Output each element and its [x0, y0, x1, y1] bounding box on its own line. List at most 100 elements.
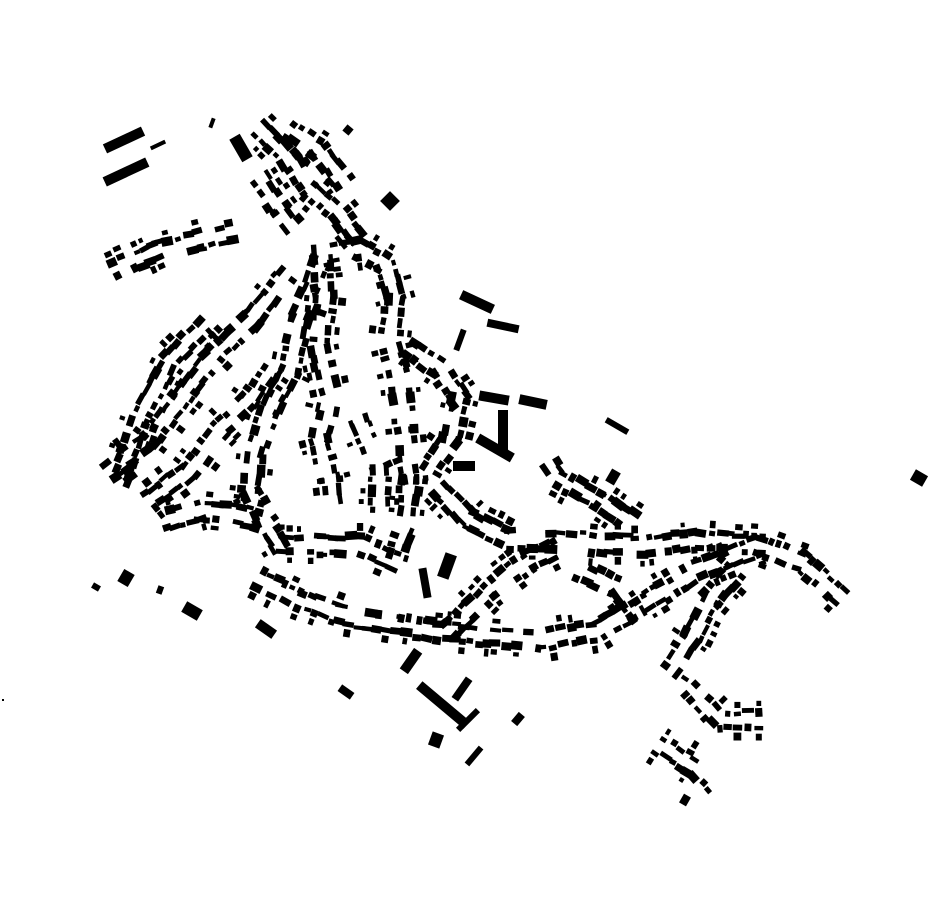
building: [600, 632, 609, 641]
building: [588, 558, 593, 566]
building: [539, 462, 552, 477]
building: [757, 562, 767, 570]
building: [223, 323, 237, 336]
building: [274, 264, 287, 277]
building: [207, 369, 216, 378]
building: [689, 755, 700, 764]
building: [235, 502, 249, 512]
building: [419, 434, 427, 443]
building: [342, 124, 354, 136]
building: [472, 588, 484, 599]
building: [587, 548, 596, 558]
building: [330, 315, 336, 324]
building: [578, 496, 591, 506]
building: [410, 434, 418, 444]
building: [705, 579, 716, 590]
building: [189, 407, 198, 416]
building: [704, 638, 714, 649]
building: [263, 168, 273, 181]
building: [111, 462, 123, 475]
building: [396, 317, 403, 329]
building: [254, 487, 262, 495]
building: [329, 241, 338, 248]
building: [291, 603, 302, 614]
building: [423, 452, 433, 461]
building: [571, 573, 581, 584]
building: [411, 463, 420, 474]
building: [236, 408, 251, 422]
building: [265, 590, 278, 601]
building: [228, 438, 237, 447]
building: [402, 637, 408, 645]
building: [306, 372, 313, 382]
building: [286, 377, 299, 392]
building: [460, 405, 468, 415]
building: [558, 469, 568, 479]
building: [379, 347, 389, 356]
building: [309, 361, 319, 373]
building: [160, 235, 174, 247]
building: [458, 638, 467, 646]
building: [253, 282, 262, 291]
building: [175, 424, 186, 435]
building: [253, 507, 265, 518]
building: [112, 244, 122, 253]
building: [379, 354, 390, 363]
building: [208, 407, 218, 417]
building: [612, 595, 626, 610]
building: [678, 563, 688, 575]
building: [219, 500, 232, 509]
building: [492, 537, 506, 550]
building: [310, 244, 318, 257]
building: [191, 469, 202, 481]
building: [697, 585, 711, 599]
building: [806, 555, 817, 567]
building: [445, 390, 457, 405]
building: [192, 314, 206, 329]
building: [699, 778, 709, 788]
building: [283, 165, 294, 176]
building: [242, 383, 253, 394]
building: [256, 445, 266, 459]
building: [495, 599, 504, 607]
building: [312, 303, 322, 316]
building: [719, 574, 728, 583]
building: [265, 303, 275, 313]
building: [288, 584, 296, 591]
building: [397, 307, 405, 318]
building: [334, 326, 340, 336]
building: [326, 188, 334, 196]
building: [377, 273, 384, 281]
building: [330, 373, 342, 389]
building: [472, 511, 486, 524]
building: [301, 375, 311, 384]
building: [486, 573, 497, 585]
building: [176, 368, 184, 376]
building: [285, 547, 294, 556]
building: [91, 582, 101, 592]
building: [282, 181, 291, 190]
building: [98, 457, 113, 470]
building: [166, 363, 177, 377]
building: [307, 617, 315, 626]
building: [373, 538, 383, 549]
building: [602, 511, 617, 524]
building: [314, 409, 325, 421]
building: [170, 337, 183, 350]
building: [686, 770, 700, 784]
building: [468, 420, 477, 428]
building: [447, 611, 452, 616]
building: [332, 616, 346, 626]
building: [209, 419, 218, 428]
building: [707, 550, 720, 561]
building: [607, 587, 621, 601]
building: [381, 249, 394, 261]
building: [385, 369, 393, 379]
building: [767, 537, 776, 547]
building: [256, 464, 266, 478]
building: [683, 646, 695, 661]
building: [289, 613, 298, 621]
building: [149, 401, 159, 411]
building: [358, 499, 364, 505]
building: [158, 445, 168, 455]
